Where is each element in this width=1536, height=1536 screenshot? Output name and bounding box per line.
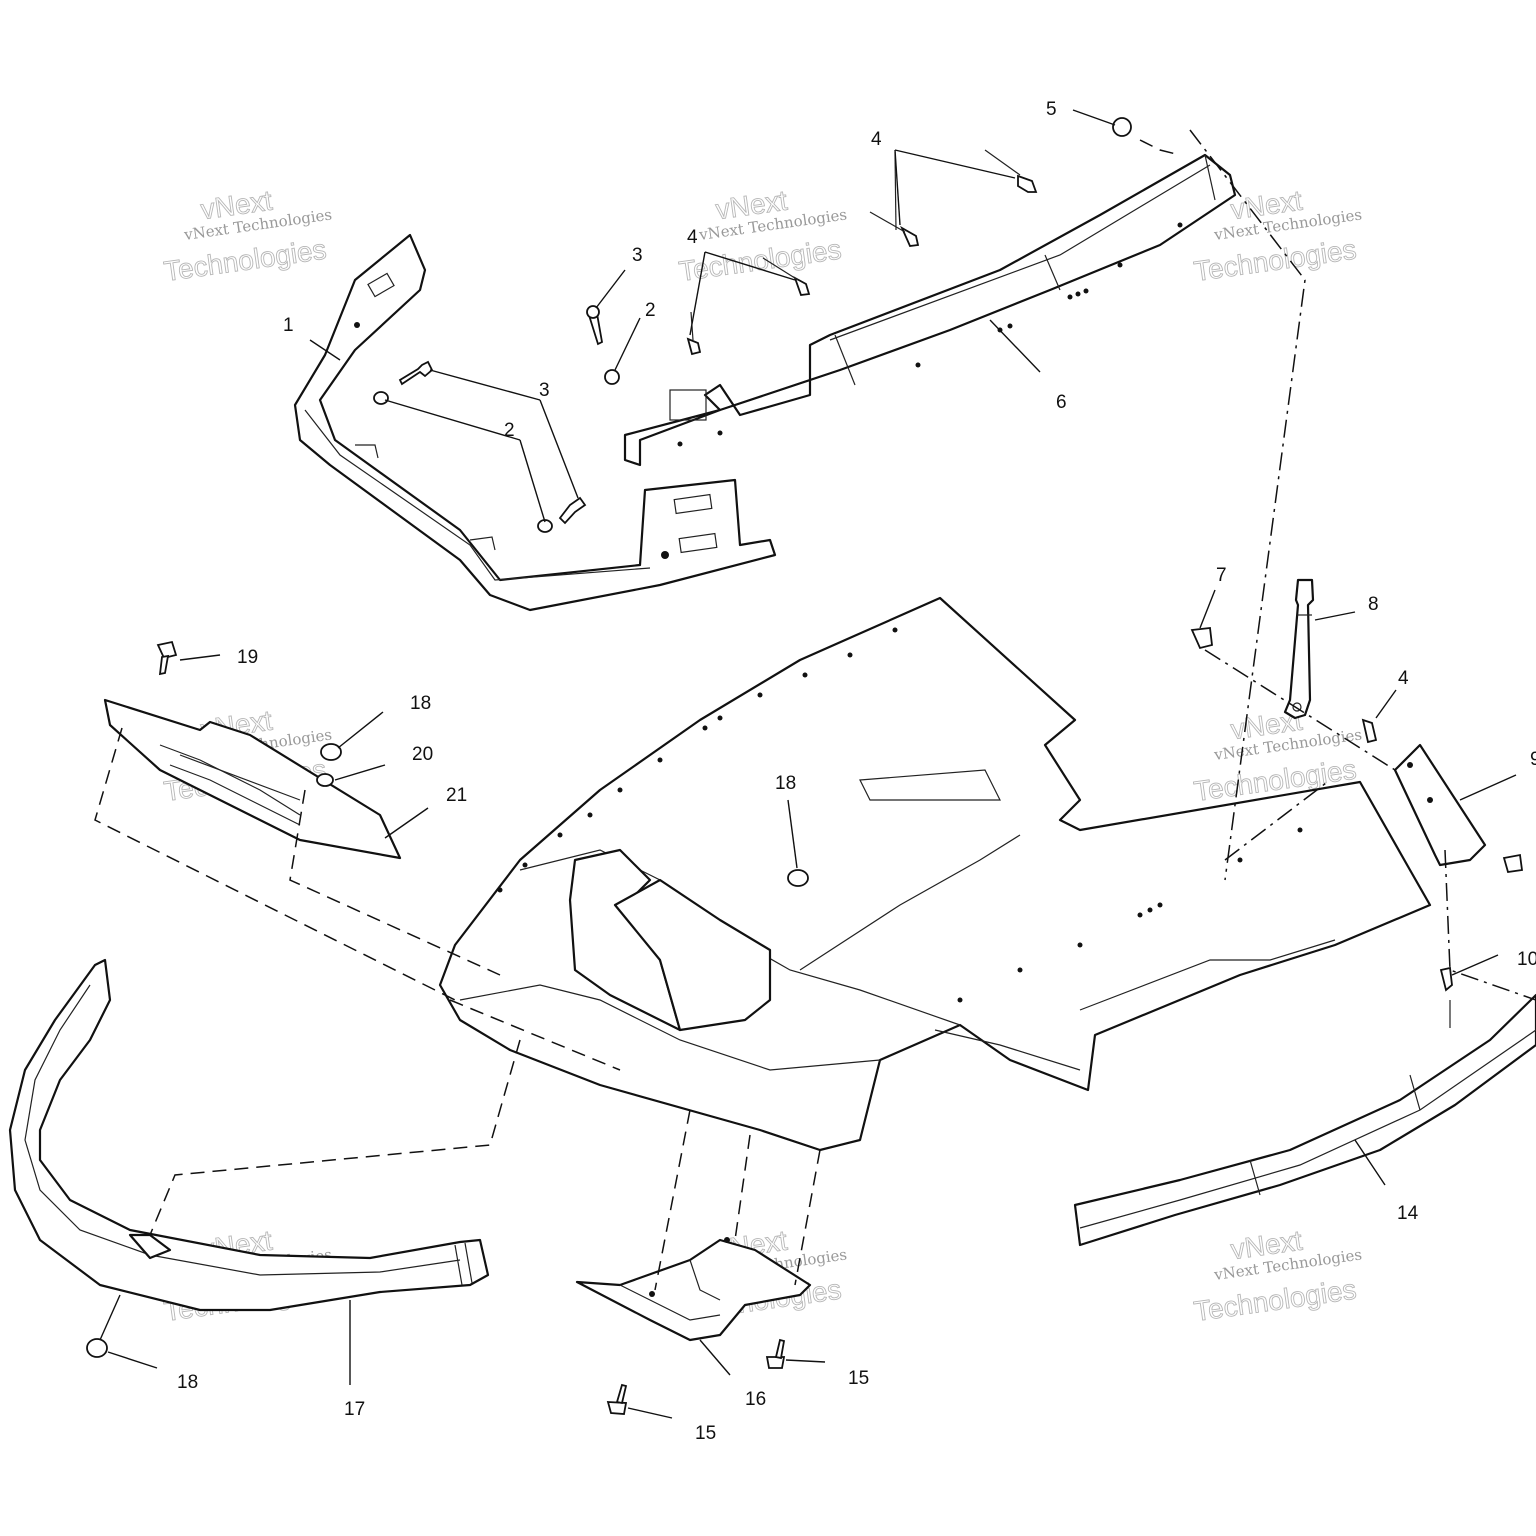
part-14-right-rail [1073,993,1536,1247]
rivet-icon [900,225,920,247]
callout-1: 1 [283,315,294,336]
part-17-left-rail [8,958,490,1312]
nut-icon [787,869,809,887]
callout-18: 18 [410,693,431,714]
hardware-group [86,117,1524,1415]
callout-18: 18 [177,1372,198,1393]
callout-8: 8 [1368,594,1379,615]
callout-19: 19 [237,647,258,668]
callout-14: 14 [1397,1203,1419,1224]
washer-icon [604,369,620,385]
callout-10: 10 [1517,949,1536,970]
bolt-icon [558,496,587,525]
callout-7: 7 [1216,565,1227,586]
part-hood-body [438,596,1432,1152]
part-16-lower-bracket [575,1237,812,1342]
callout-20: 20 [412,744,433,765]
bolt-icon [156,640,178,676]
callout-labels: 1 2 2 3 3 4 4 4 5 6 7 8 9 10 14 15 15 16… [177,99,1536,1444]
nut-icon [320,743,342,761]
callout-18: 18 [775,773,796,794]
nut-icon [86,1338,108,1358]
callout-3: 3 [632,245,643,266]
part-9-corner-bracket [1393,743,1487,867]
screw-icon [765,1338,786,1369]
leader-lines [99,109,1517,1419]
callout-21: 21 [446,785,467,806]
part-1-left-bracket [293,233,777,612]
callout-4: 4 [871,129,882,150]
callout-15: 15 [695,1423,716,1444]
callout-16: 16 [745,1389,766,1410]
callout-2: 2 [504,420,515,441]
callout-9: 9 [1530,749,1536,770]
callout-4: 4 [1398,668,1409,689]
rivet-icon [1361,718,1378,744]
alignment-lines [94,129,1536,1291]
callout-15: 15 [848,1368,869,1389]
callout-17: 17 [344,1399,365,1420]
callout-2: 2 [645,300,656,321]
part-6-top-rail [623,153,1237,467]
part-21-side-bracket [103,698,402,860]
screw-icon [606,1383,628,1415]
rivet-icon [1439,966,1453,992]
nut-icon [1112,117,1132,137]
rivet-icon [1017,174,1038,193]
washer-icon [316,773,334,787]
callout-3: 3 [539,380,550,401]
rivet-icon [793,276,811,296]
callout-6: 6 [1056,392,1067,413]
bolt-icon [586,305,604,346]
callout-5: 5 [1046,99,1057,120]
callout-4: 4 [687,227,698,248]
rivet-icon [686,337,702,356]
bolt-icon [398,360,434,386]
washer-icon [373,391,389,405]
push-fastener-icon [1502,853,1524,874]
part-8-strap [1283,578,1315,720]
push-fastener-icon [1190,627,1213,650]
